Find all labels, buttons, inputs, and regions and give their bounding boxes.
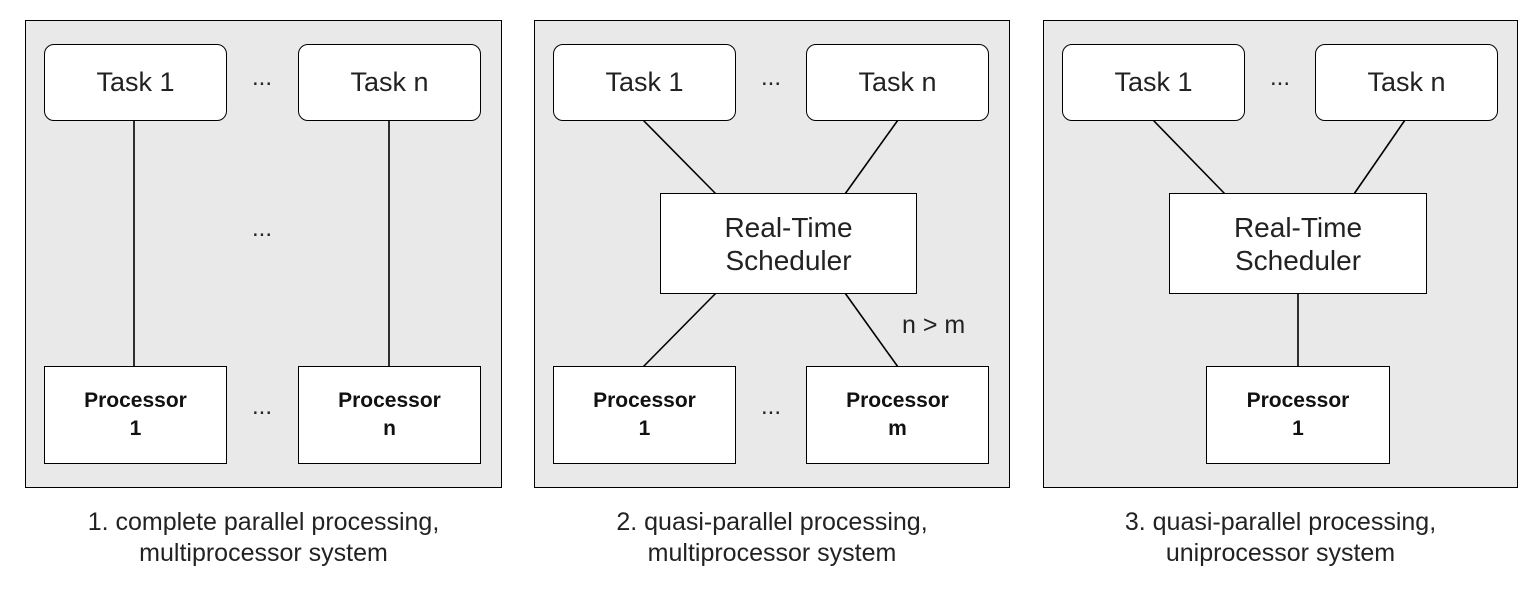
caption-line-1: 3. quasi-parallel processing, [1124,508,1437,536]
task-n-label: Task n [858,67,937,97]
processor-m-label: Processor [846,389,949,412]
processor-1-label: Processor [1246,389,1350,412]
task-ellipsis: ... [251,64,272,91]
processor-n-label: Processor [338,389,441,412]
condition-label: n > m [902,311,966,339]
caption-line-2: multiprocessor system [139,539,388,567]
task-1-box: Task 1 [1062,44,1245,121]
caption-panel-2: 2. quasi-parallel processing, multiproce… [534,507,1010,569]
caption-line-1: 1. complete parallel processing, [87,508,440,536]
real-time-scheduler-box: Real-Time Scheduler [1169,193,1427,294]
processor-1-label: Processor [84,389,187,412]
caption-line-2: uniprocessor system [1165,539,1396,567]
task-ellipsis: ... [760,64,781,91]
task-n-box: Task n [1315,44,1498,121]
processor-1-number: 1 [638,417,651,440]
processor-m-box: Processor m [806,366,989,464]
task-1-label: Task 1 [605,67,684,97]
processor-1-box: Processor 1 [553,366,736,464]
processor-1-label: Processor [593,389,696,412]
processor-n-number: n [383,417,396,440]
middle-ellipsis: ... [251,215,272,242]
task-n-box: Task n [806,44,989,121]
processor-1-box: Processor 1 [44,366,227,464]
task-n-label: Task n [1367,67,1446,97]
processor-1-number: 1 [129,417,142,440]
task-ellipsis: ... [1269,64,1290,91]
caption-panel-3: 3. quasi-parallel processing, uniprocess… [1043,507,1518,569]
scheduler-label-line-2: Scheduler [725,244,852,276]
task-n-box: Task n [298,44,481,121]
caption-line-1: 2. quasi-parallel processing, [616,508,928,536]
real-time-scheduler-box: Real-Time Scheduler [660,193,917,294]
task-n-label: Task n [350,67,429,97]
processor-ellipsis: ... [251,393,272,420]
caption-panel-1: 1. complete parallel processing, multipr… [25,507,502,569]
caption-line-2: multiprocessor system [647,539,897,567]
processor-ellipsis: ... [760,393,781,420]
task-1-box: Task 1 [44,44,227,121]
task-1-label: Task 1 [1114,67,1193,97]
processor-m-number: m [888,417,907,440]
processor-n-box: Processor n [298,366,481,464]
processor-1-number: 1 [1292,417,1304,440]
task-1-label: Task 1 [96,67,175,97]
scheduler-label-line-2: Scheduler [1234,244,1362,276]
processor-1-box: Processor 1 [1206,366,1390,464]
task-1-box: Task 1 [553,44,736,121]
scheduler-label-line-1: Real-Time [1233,211,1363,243]
scheduler-label-line-1: Real-Time [724,211,853,243]
